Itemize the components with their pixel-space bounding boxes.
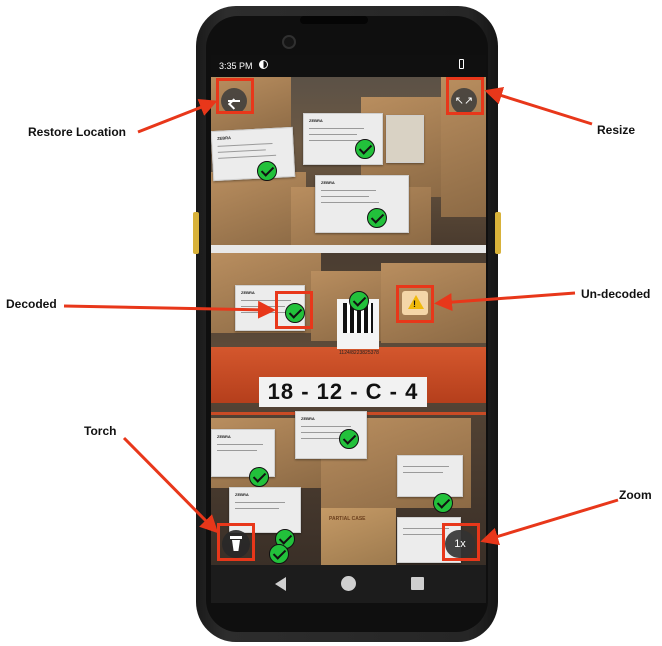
- box: [211, 172, 306, 245]
- handling-label: [386, 115, 424, 163]
- annotation-undecoded: Un-decoded: [581, 287, 651, 301]
- decoded-check-icon[interactable]: [285, 303, 305, 323]
- nav-recents-icon[interactable]: [411, 577, 424, 590]
- restore-location-button[interactable]: [221, 88, 247, 114]
- callout-zoom: [442, 523, 480, 561]
- torch-button[interactable]: [222, 530, 250, 558]
- callout-decoded: [275, 291, 313, 329]
- warning-mark: !: [413, 299, 416, 309]
- decoded-check-icon[interactable]: [269, 544, 289, 564]
- front-camera: [282, 35, 296, 49]
- resize-button[interactable]: ↖↗: [451, 88, 477, 114]
- undecoded-indicator[interactable]: !: [402, 291, 428, 315]
- status-time: 3:35 PM: [219, 61, 253, 71]
- decoded-check-icon[interactable]: [349, 291, 369, 311]
- label-brand: ZEBRA: [217, 135, 232, 141]
- shipping-label: ZEBRA: [303, 113, 383, 165]
- device-screen: 3:35 PM ZEBRA ZEBRA: [211, 55, 486, 603]
- warning-icon: [408, 295, 424, 309]
- label-brand: ZEBRA: [241, 290, 255, 295]
- label-brand: ZEBRA: [217, 434, 231, 439]
- camera-preview: ZEBRA ZEBRA ZEBRA: [211, 77, 486, 565]
- status-indicator-icon: [259, 60, 268, 69]
- label-brand: ZEBRA: [321, 180, 335, 185]
- decoded-check-icon[interactable]: [249, 467, 269, 487]
- decoded-check-icon[interactable]: [257, 161, 277, 181]
- shipping-label: ZEBRA: [211, 126, 296, 182]
- flashlight-icon: [230, 536, 242, 539]
- callout-resize: [446, 77, 484, 115]
- callout-restore-location: [216, 78, 254, 114]
- side-button-right: [495, 212, 501, 254]
- datamatrix-caption: 1124/8223825378: [339, 350, 379, 356]
- annotation-zoom: Zoom: [619, 488, 652, 502]
- label-brand: ZEBRA: [309, 118, 323, 123]
- annotation-restore-location: Restore Location: [28, 125, 127, 139]
- annotation-resize: Resize: [597, 123, 636, 137]
- nav-back-icon[interactable]: [275, 577, 286, 591]
- decoded-check-icon[interactable]: [355, 139, 375, 159]
- partial-case-box: PARTIAL CASE: [321, 508, 396, 565]
- shipping-label: [397, 455, 463, 497]
- box-print-text: PARTIAL CASE: [329, 516, 366, 522]
- battery-icon: [459, 59, 464, 69]
- back-arrow-icon: [228, 100, 240, 102]
- label-brand: ZEBRA: [301, 416, 315, 421]
- annotation-decoded: Decoded: [6, 297, 57, 311]
- navigation-bar: [211, 565, 486, 603]
- collapse-icon: ↖↗: [454, 95, 474, 107]
- zoom-button[interactable]: 1x: [445, 530, 475, 558]
- earpiece-speaker: [300, 16, 368, 24]
- nav-home-icon[interactable]: [341, 576, 356, 591]
- decoded-check-icon[interactable]: [433, 493, 453, 513]
- arrow-resize: [484, 87, 593, 126]
- decoded-check-icon[interactable]: [339, 429, 359, 449]
- label-brand: ZEBRA: [235, 492, 249, 497]
- shipping-label: ZEBRA: [315, 175, 409, 233]
- annotation-torch: Torch: [84, 424, 117, 438]
- arrow-zoom: [480, 498, 619, 546]
- shelf-beam: [211, 245, 486, 253]
- status-bar: 3:35 PM: [211, 55, 486, 77]
- callout-undecoded: [396, 285, 434, 323]
- callout-torch: [217, 523, 255, 561]
- flashlight-body: [232, 540, 240, 551]
- location-label: 18 - 12 - C - 4: [259, 377, 427, 407]
- decoded-check-icon[interactable]: [367, 208, 387, 228]
- side-button-left: [193, 212, 199, 254]
